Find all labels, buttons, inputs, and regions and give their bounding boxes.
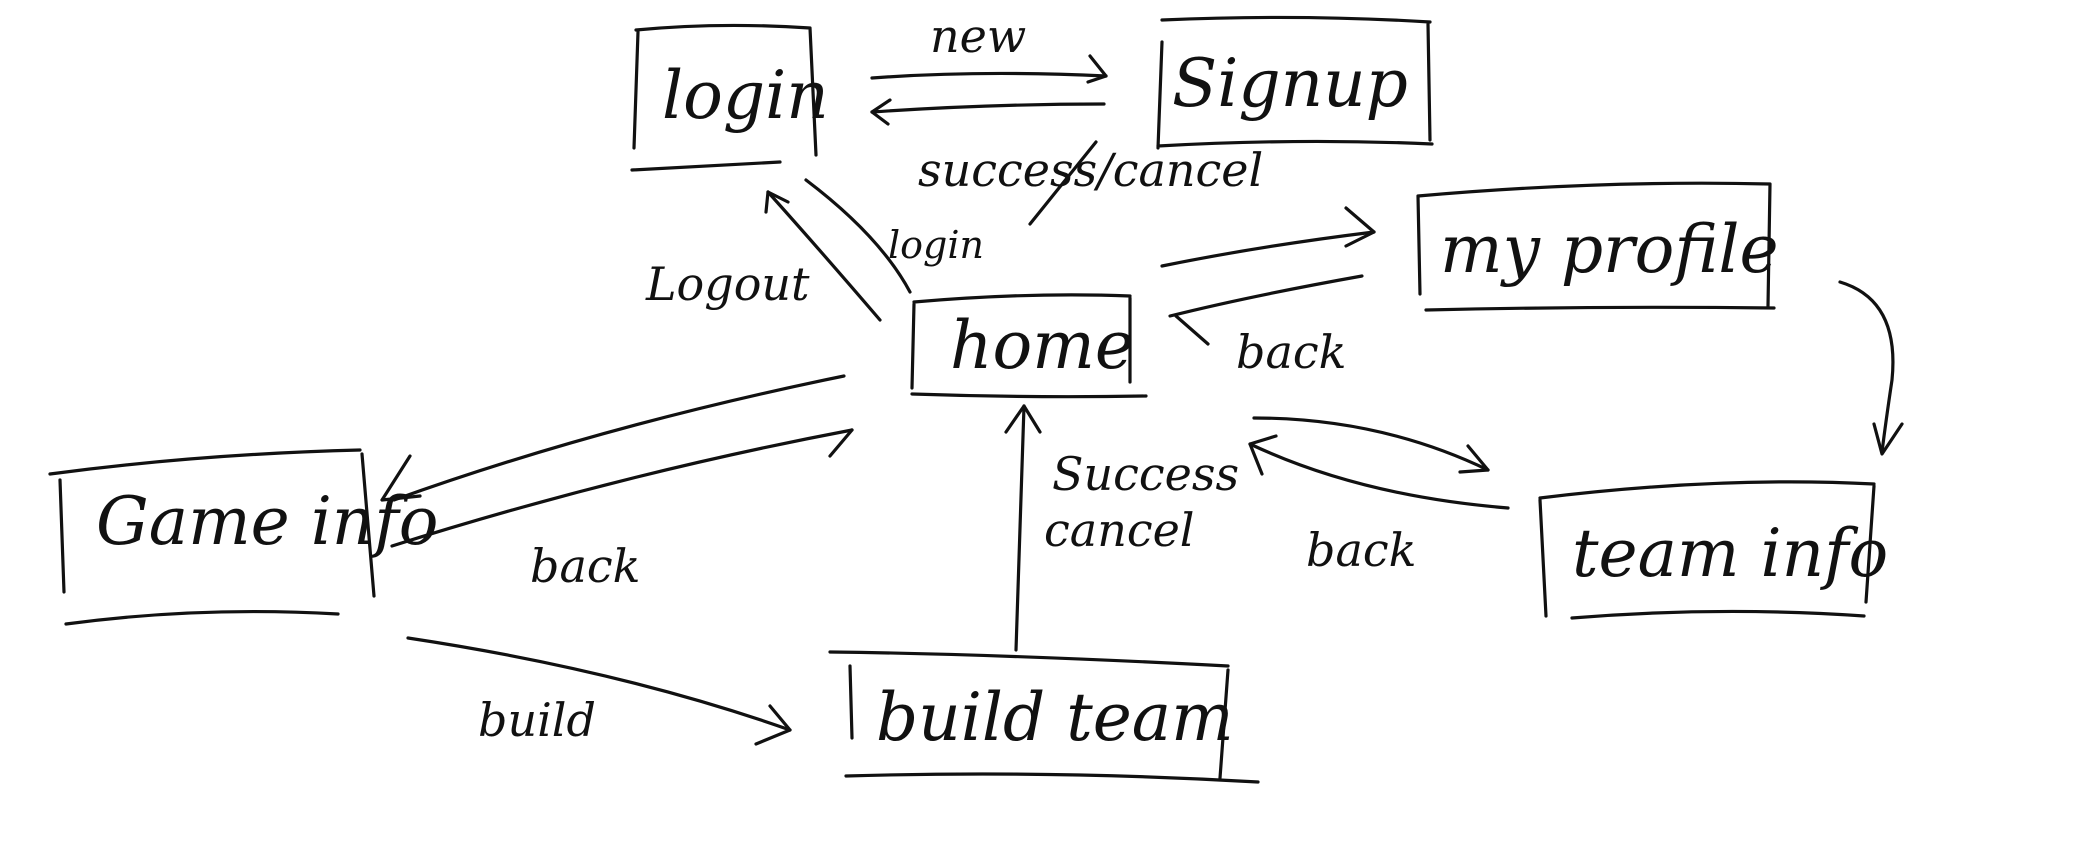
login-label: login [662, 57, 829, 134]
edge-profile-to-team-info [1838, 280, 1904, 456]
edge-success-cancel-label: success/cancel [918, 143, 1263, 197]
edge-back-profile: back [1168, 274, 1364, 379]
edge-build: build [406, 636, 792, 747]
signup-label: Signup [1172, 45, 1408, 122]
build-team-node: build team [828, 650, 1260, 784]
edge-logout-label: Logout [645, 257, 810, 311]
edge-build-label: build [478, 693, 596, 747]
edge-home-to-game-info [380, 374, 846, 502]
edge-home-to-team-info [1252, 416, 1490, 474]
build-team-label: build team [876, 679, 1234, 756]
edge-cancel-label: cancel [1044, 503, 1195, 557]
edge-login: login [804, 178, 984, 294]
game-info-node: Game info [48, 448, 438, 626]
my-profile-node: my profile [1416, 181, 1779, 312]
edge-success-label: Success [1052, 447, 1239, 501]
edge-login-label: login [888, 223, 984, 267]
edge-new-label: new [930, 9, 1026, 63]
game-info-label: Game info [96, 483, 438, 560]
edge-back-game: back [390, 428, 854, 593]
login-node: login [630, 23, 829, 172]
edge-success-cancel-bottom: Success cancel [1004, 404, 1239, 652]
home-node: home [910, 293, 1148, 399]
my-profile-label: my profile [1440, 211, 1779, 288]
signup-node: Signup [1156, 15, 1434, 150]
edge-success-cancel-top: success/cancel [870, 98, 1263, 226]
edge-back-profile-label: back [1236, 325, 1347, 379]
edge-back-team-label: back [1306, 523, 1417, 577]
edge-logout: Logout [645, 190, 882, 322]
home-label: home [950, 307, 1134, 384]
team-info-label: team info [1572, 515, 1888, 592]
team-info-node: team info [1538, 480, 1888, 620]
edge-new: new [870, 9, 1108, 84]
edge-home-to-profile [1160, 206, 1376, 268]
edge-back-team: back [1248, 434, 1510, 577]
edge-back-game-label: back [530, 539, 641, 593]
